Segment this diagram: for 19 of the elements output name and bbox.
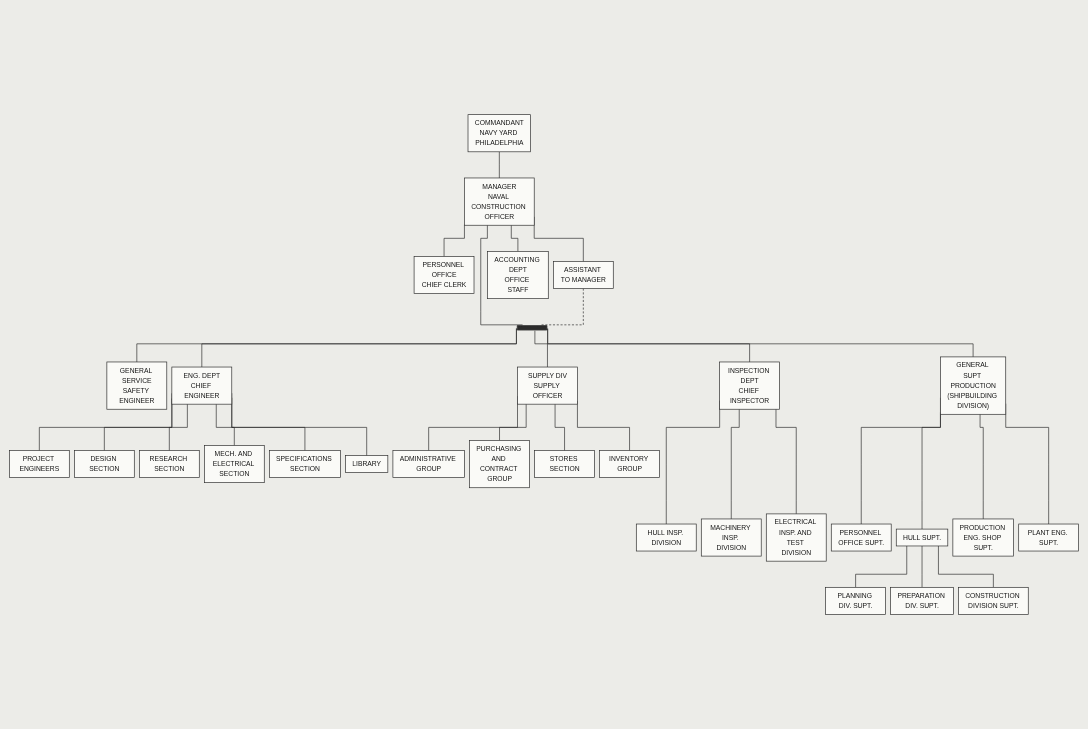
connector	[443, 224, 465, 257]
connector	[136, 328, 517, 363]
connector	[547, 328, 974, 358]
connector	[554, 403, 565, 451]
connector	[979, 413, 984, 520]
connector	[938, 545, 994, 588]
connector	[215, 403, 235, 446]
connector	[534, 330, 548, 368]
connector	[499, 151, 500, 179]
connector	[499, 403, 527, 441]
connector	[510, 224, 519, 252]
connector	[480, 224, 523, 326]
connector	[775, 408, 797, 515]
connector	[730, 408, 740, 520]
connector	[921, 545, 923, 588]
connector	[201, 328, 517, 368]
connector	[541, 288, 584, 326]
connector	[169, 403, 188, 451]
connector	[855, 545, 908, 588]
